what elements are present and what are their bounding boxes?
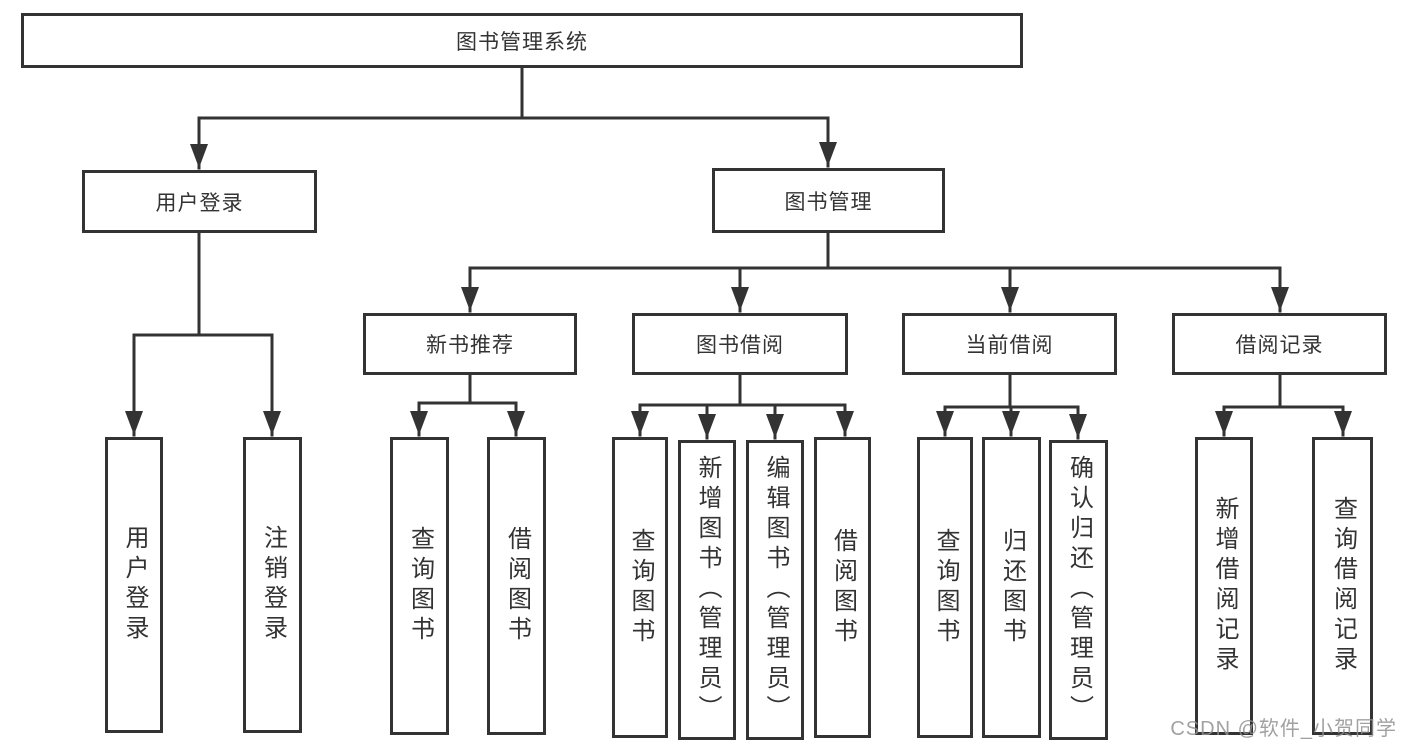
leaf-logout: 注销登录	[243, 437, 302, 733]
node-book-borrowing-label: 图书借阅	[696, 334, 784, 357]
leaf-bb-query-books-label: 查询图书	[627, 527, 654, 648]
leaf-br-add-record-label: 新增借阅记录	[1211, 496, 1238, 676]
node-book-management: 图书管理	[712, 168, 945, 233]
leaf-cb-query-books-label: 查询图书	[932, 527, 959, 648]
leaf-bb-query-books: 查询图书	[612, 437, 668, 738]
csdn-watermark: CSDN @软件_小贺同学	[1170, 718, 1397, 740]
leaf-nb-query-books: 查询图书	[390, 437, 449, 735]
leaf-cb-return-books: 归还图书	[982, 437, 1041, 738]
node-book-borrowing: 图书借阅	[632, 313, 848, 375]
node-current-borrowing-label: 当前借阅	[965, 334, 1054, 357]
node-user-login-label: 用户登录	[155, 191, 244, 215]
leaf-logout-label: 注销登录	[259, 525, 287, 645]
connector-group	[125, 66, 1352, 440]
leaf-bb-add-books-label: 新增图书（管理员）	[694, 455, 721, 725]
leaf-br-query-record: 查询借阅记录	[1312, 437, 1373, 735]
leaf-cb-confirm-return-label: 确认归还（管理员）	[1065, 455, 1093, 725]
leaf-nb-query-books-label: 查询图书	[406, 526, 434, 646]
leaf-cb-confirm-return: 确认归还（管理员）	[1049, 440, 1108, 740]
leaf-bb-borrow-books: 借阅图书	[814, 437, 871, 738]
node-new-book-recommend: 新书推荐	[363, 313, 577, 375]
leaf-bb-edit-books: 编辑图书（管理员）	[746, 440, 804, 740]
node-root: 图书管理系统	[21, 13, 1023, 68]
leaf-br-query-record-label: 查询借阅记录	[1329, 496, 1357, 676]
leaf-bb-edit-books-label: 编辑图书（管理员）	[762, 455, 789, 725]
node-book-management-label: 图书管理	[784, 190, 873, 214]
node-user-login: 用户登录	[82, 170, 317, 233]
node-root-label: 图书管理系统	[456, 30, 588, 54]
leaf-bb-add-books: 新增图书（管理员）	[678, 440, 736, 740]
node-borrowing-records: 借阅记录	[1172, 313, 1387, 375]
node-current-borrowing: 当前借阅	[902, 313, 1117, 375]
leaf-cb-query-books: 查询图书	[917, 437, 973, 738]
leaf-br-add-record: 新增借阅记录	[1195, 437, 1253, 735]
leaf-nb-borrow-books: 借阅图书	[487, 437, 546, 735]
leaf-bb-borrow-books-label: 借阅图书	[829, 527, 857, 648]
leaf-user-login: 用户登录	[105, 437, 163, 733]
leaf-user-login-label: 用户登录	[121, 525, 148, 645]
node-new-book-recommend-label: 新书推荐	[426, 334, 514, 357]
node-borrowing-records-label: 借阅记录	[1235, 334, 1324, 357]
leaf-nb-borrow-books-label: 借阅图书	[503, 526, 531, 646]
leaf-cb-return-books-label: 归还图书	[998, 527, 1026, 648]
